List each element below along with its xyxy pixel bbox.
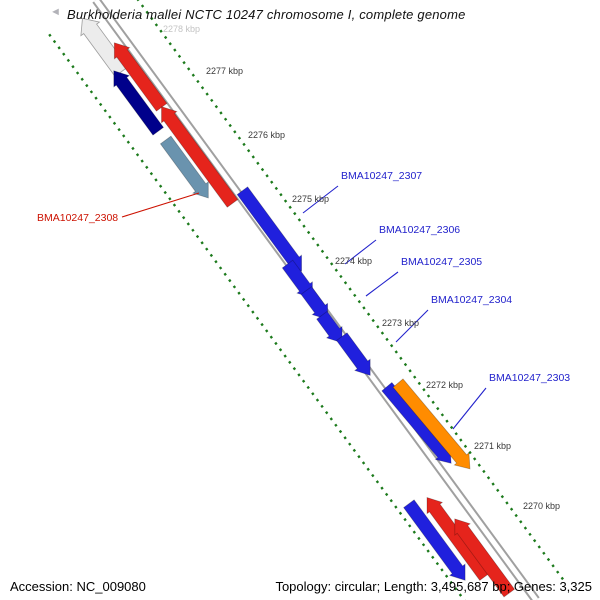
gene-label-BMA10247_2303[interactable]: BMA10247_2303 bbox=[489, 372, 571, 384]
gene-arrow-navy[interactable] bbox=[106, 65, 166, 137]
gene-arrow-BMA10247_2303[interactable] bbox=[391, 377, 478, 475]
scale-label-2274: 2274 kbp bbox=[335, 256, 373, 266]
gene-arrow-blue-parallel[interactable] bbox=[380, 381, 459, 470]
leader-BMA10247_2305 bbox=[365, 271, 399, 297]
leader-BMA10247_2307 bbox=[302, 185, 339, 214]
gene-arrow-blue-bottom[interactable] bbox=[401, 498, 473, 586]
summary-text: Topology: circular; Length: 3,495,687 bp… bbox=[275, 579, 592, 594]
gene-arrow-BMA10247_2304[interactable] bbox=[334, 331, 378, 381]
scale-label-2272: 2272 kbp bbox=[426, 380, 464, 390]
title-marker-icon: ◄ bbox=[50, 6, 61, 18]
scale-label-2273: 2273 kbp bbox=[382, 318, 420, 328]
accession-text: Accession: NC_009080 bbox=[10, 579, 146, 594]
scale-label-2275: 2275 kbp bbox=[292, 194, 330, 204]
leader-BMA10247_2306 bbox=[344, 239, 377, 265]
scale-label-2276: 2276 kbp bbox=[248, 130, 286, 140]
gene-arrow-blue-small[interactable] bbox=[314, 310, 349, 349]
gene-arrow-BMA10247_2308[interactable] bbox=[154, 101, 240, 209]
gene-label-BMA10247_2307[interactable]: BMA10247_2307 bbox=[341, 170, 423, 182]
gene-label-BMA10247_2305[interactable]: BMA10247_2305 bbox=[401, 256, 483, 268]
gene-label-BMA10247_2304[interactable]: BMA10247_2304 bbox=[431, 294, 513, 306]
scale-label-2277: 2277 kbp bbox=[206, 66, 244, 76]
scale-label-2278: 2278 kbp bbox=[163, 24, 201, 34]
outer-tick-dots bbox=[136, 0, 565, 581]
leader-lines bbox=[121, 185, 487, 430]
leader-BMA10247_2303 bbox=[452, 387, 487, 430]
sequence-title: Burkholderia mallei NCTC 10247 chromosom… bbox=[67, 7, 466, 22]
leader-BMA10247_2308 bbox=[121, 192, 200, 218]
gene-arrow-red-1[interactable] bbox=[107, 37, 170, 113]
scale-label-2271: 2271 kbp bbox=[474, 441, 512, 451]
scale-label-2270: 2270 kbp bbox=[523, 501, 561, 511]
gene-arrow-red-bottom-2[interactable] bbox=[447, 513, 517, 598]
leader-BMA10247_2304 bbox=[395, 309, 429, 343]
gene-label-BMA10247_2306[interactable]: BMA10247_2306 bbox=[379, 224, 461, 236]
gene-arrow-steelblue[interactable] bbox=[158, 134, 216, 203]
gene-label-BMA10247_2308[interactable]: BMA10247_2308 bbox=[37, 212, 119, 224]
status-bar: Accession: NC_009080 Topology: circular;… bbox=[0, 576, 600, 594]
gene-track bbox=[80, 17, 517, 598]
